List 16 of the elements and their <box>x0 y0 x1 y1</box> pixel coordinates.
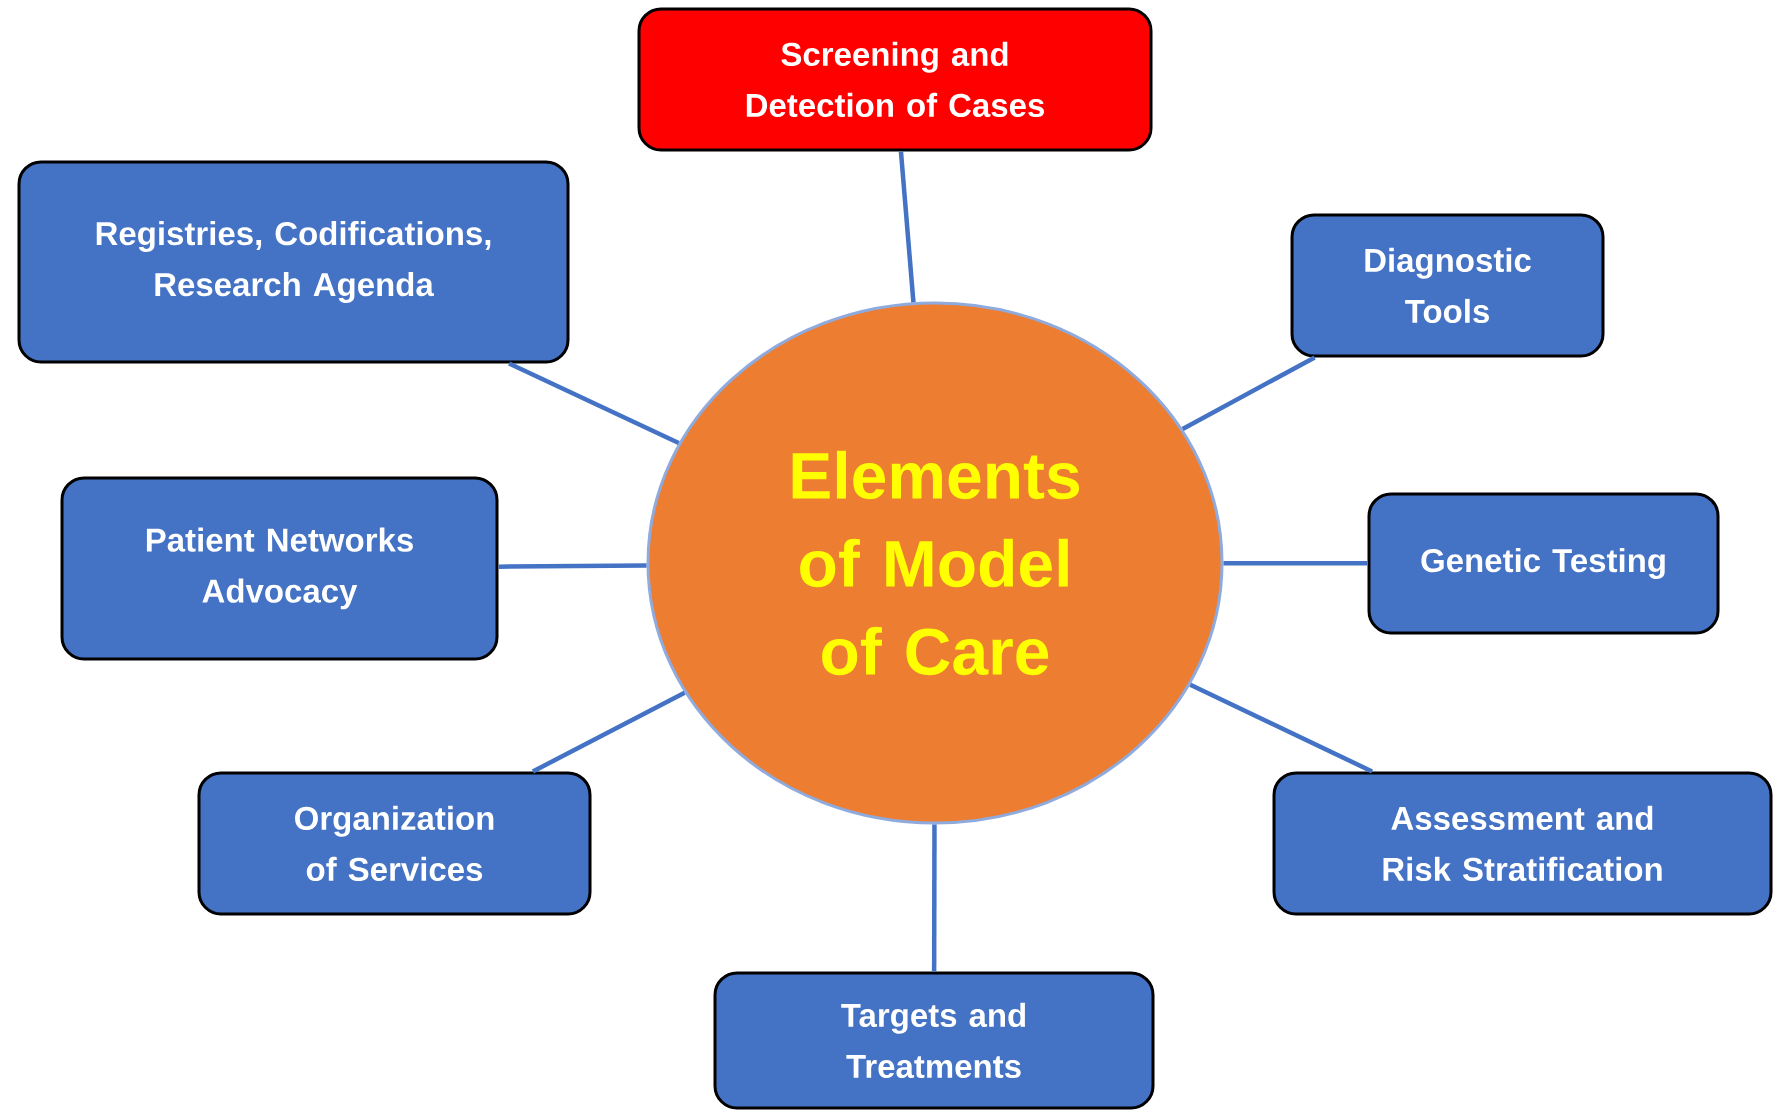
element-box: Patient Networks Advocacy <box>60 476 499 661</box>
connector-line <box>498 563 647 569</box>
element-box: Screening and Detection of Cases <box>637 7 1153 152</box>
element-box: Genetic Testing <box>1367 492 1720 635</box>
element-box: Assessment and Risk Stratification <box>1272 771 1773 916</box>
element-box: Registries, Codifications, Research Agenda <box>17 160 570 364</box>
connector-line <box>1181 355 1316 431</box>
connector-line <box>898 151 916 303</box>
connector-line <box>931 824 937 972</box>
element-box: Diagnostic Tools <box>1290 213 1605 358</box>
connector-line <box>508 361 680 445</box>
connector-line <box>1189 682 1374 774</box>
element-box: Targets and Treatments <box>713 971 1155 1110</box>
connector-line <box>531 690 686 774</box>
connector-line <box>1223 560 1368 566</box>
element-box: Organization of Services <box>197 771 592 916</box>
